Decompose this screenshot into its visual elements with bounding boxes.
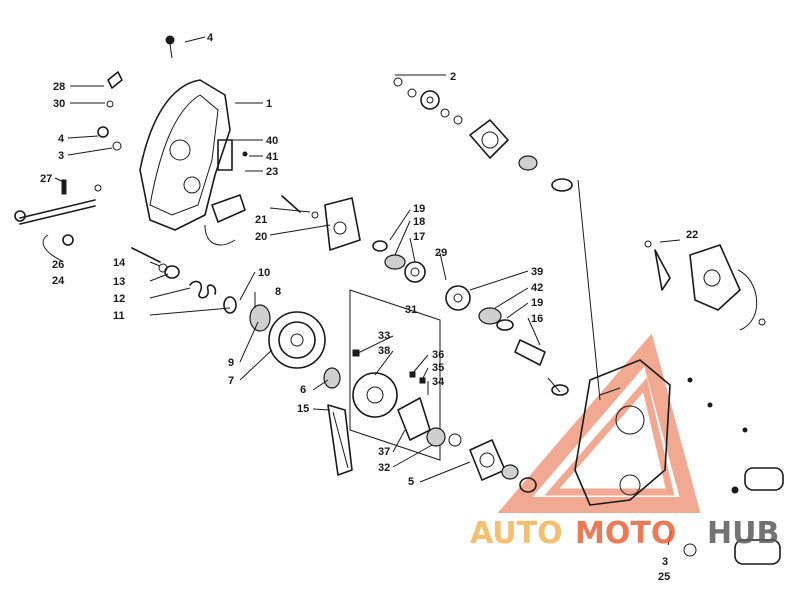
label-21: 21 [255, 214, 267, 226]
label-22: 22 [686, 229, 698, 241]
label-34: 34 [432, 376, 445, 388]
mount-bracket-20 [324, 197, 361, 251]
label-11: 11 [113, 310, 125, 322]
label-17: 17 [413, 231, 425, 243]
label-40: 40 [266, 135, 278, 147]
large-sprocket-7 [268, 311, 341, 389]
gear-stack-center [372, 240, 569, 396]
label-16: 16 [531, 313, 543, 325]
label-4-top: 4 [207, 32, 214, 44]
label-15: 15 [297, 403, 309, 415]
label-32: 32 [378, 462, 390, 474]
bearing-flange-5 [469, 439, 537, 493]
lever-shaft [14, 179, 102, 246]
watermark-hub: HUB [707, 516, 779, 551]
label-37: 37 [378, 446, 390, 458]
label-25: 25 [658, 571, 670, 583]
label-24: 24 [52, 275, 65, 287]
label-35: 35 [432, 362, 444, 374]
watermark-moto: MOTO [575, 516, 676, 551]
spring-stack [131, 247, 271, 332]
gear-case-housing [574, 359, 748, 506]
label-4-left: 4 [58, 133, 65, 145]
label-6: 6 [300, 384, 306, 396]
watermark-triangle [497, 333, 701, 513]
label-20: 20 [255, 231, 267, 243]
label-7: 7 [228, 375, 234, 387]
label-12: 12 [113, 293, 125, 305]
label-19-mid: 19 [531, 297, 543, 309]
label-38: 38 [378, 345, 390, 357]
label-36: 36 [432, 349, 444, 361]
upper-sprocket-2 [393, 77, 463, 125]
label-39: 39 [531, 266, 543, 278]
label-30: 30 [53, 98, 65, 110]
bolt-21 [281, 195, 319, 219]
label-27: 27 [40, 173, 52, 185]
label-26: 26 [52, 259, 64, 271]
label-28: 28 [53, 81, 65, 93]
bearing-housing-upper [469, 119, 573, 192]
brake-bracket-22 [644, 240, 766, 331]
label-2: 2 [450, 71, 456, 83]
assembly-31 [349, 289, 462, 461]
label-33: 33 [378, 330, 390, 342]
watermark-text: AUTO MOTO HUB [470, 516, 779, 551]
label-5: 5 [408, 476, 414, 488]
label-10: 10 [258, 267, 270, 279]
drive-chain-15 [327, 404, 353, 476]
roller-cylinders [683, 467, 784, 565]
callout-labels: 4 28 30 1 4 3 40 41 23 27 21 20 26 24 2 … [40, 32, 698, 583]
label-3-bottom: 3 [662, 556, 668, 568]
label-8: 8 [275, 286, 281, 298]
label-3-left: 3 [58, 150, 64, 162]
label-29: 29 [435, 247, 447, 259]
label-42: 42 [531, 282, 543, 294]
watermark-auto: AUTO [470, 516, 563, 551]
label-9: 9 [228, 357, 234, 369]
leader-lines [42, 36, 681, 546]
cover-bracket [204, 139, 248, 246]
label-19-top: 19 [413, 203, 425, 215]
label-13: 13 [113, 276, 125, 288]
label-18: 18 [413, 216, 425, 228]
label-31: 31 [405, 304, 417, 316]
label-23: 23 [266, 166, 278, 178]
chain-case-cover [97, 35, 231, 231]
label-41: 41 [266, 151, 278, 163]
label-1: 1 [266, 98, 272, 110]
label-14: 14 [113, 257, 126, 269]
